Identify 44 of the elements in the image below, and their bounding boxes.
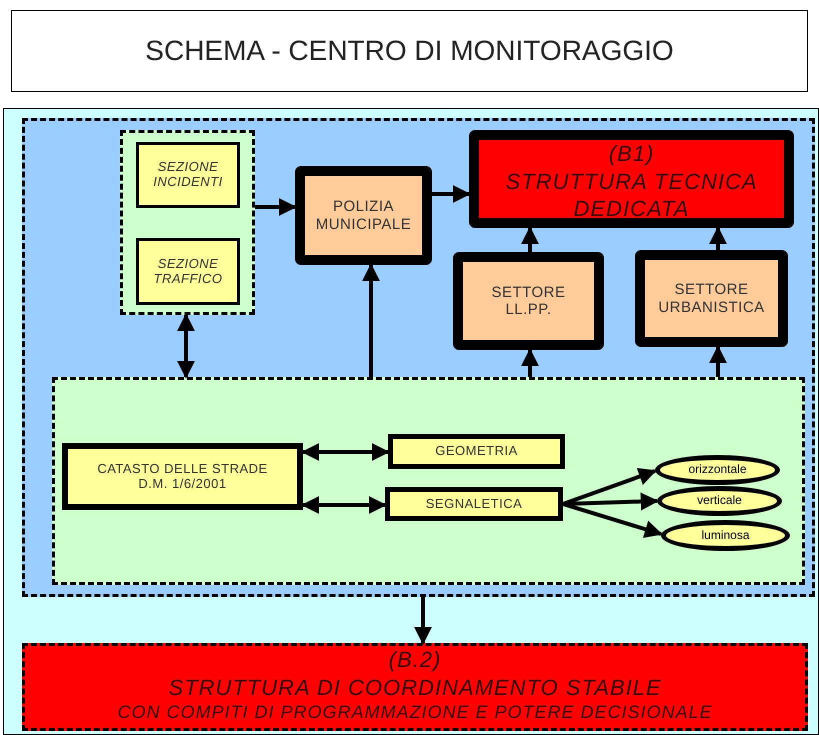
arrow [432,185,471,203]
structure-label: CON COMPITI DI PROGRAMMAZIONE E POTERE DECISIONALE [117,701,713,724]
section-box [136,238,240,305]
outer-panel [3,108,819,735]
structure-box [469,130,794,228]
node-label: SEZIONE TRAFFICO [152,256,224,286]
arrow [177,313,195,379]
node-label: verticale [697,494,742,508]
arrow [362,263,380,377]
dashed-group-panel [120,130,255,315]
node-label: CATASTO DELLE STRADE [97,462,268,476]
process-box [453,252,604,350]
dashed-group-panel [22,118,815,597]
process-box [635,250,788,347]
node-label: SEGNALETICA [426,496,522,512]
node-label: POLIZIA MUNICIPALE [314,198,412,233]
arrow [301,496,387,514]
section-box [136,142,240,208]
node-label: D.M. 1/6/2001 [138,476,227,492]
process-box [295,166,432,265]
structure-label: STRUTTURA DI COORDINAMENTO STABILE [168,674,662,701]
process-box [388,434,565,469]
node-label: luminosa [701,528,750,542]
arrow [255,198,297,216]
structure-code: (B.2) [388,646,442,674]
node-label: GEOMETRIA [435,444,518,459]
arrow [709,226,727,250]
arrow [562,502,663,538]
structure-code: (B1) [608,140,654,168]
node-label: SETTORE LL.PP. [490,284,567,318]
node-label: SETTORE URBANISTICA [657,281,766,316]
arrow [414,597,432,645]
node-label: orizzontale [688,463,747,477]
structure-box [22,643,808,731]
process-box [385,487,563,521]
structure-label: STRUTTURA TECNICA DEDICATA [504,168,759,222]
arrow [521,348,539,377]
process-box [62,443,303,510]
arrow [301,443,390,461]
node-label: SEZIONE INCIDENTI [152,160,224,190]
dashed-group-panel [52,377,805,585]
arrow [709,345,727,377]
diagram-title: SCHEMA - CENTRO DI MONITORAGGIO [145,35,674,67]
arrow [521,226,539,252]
